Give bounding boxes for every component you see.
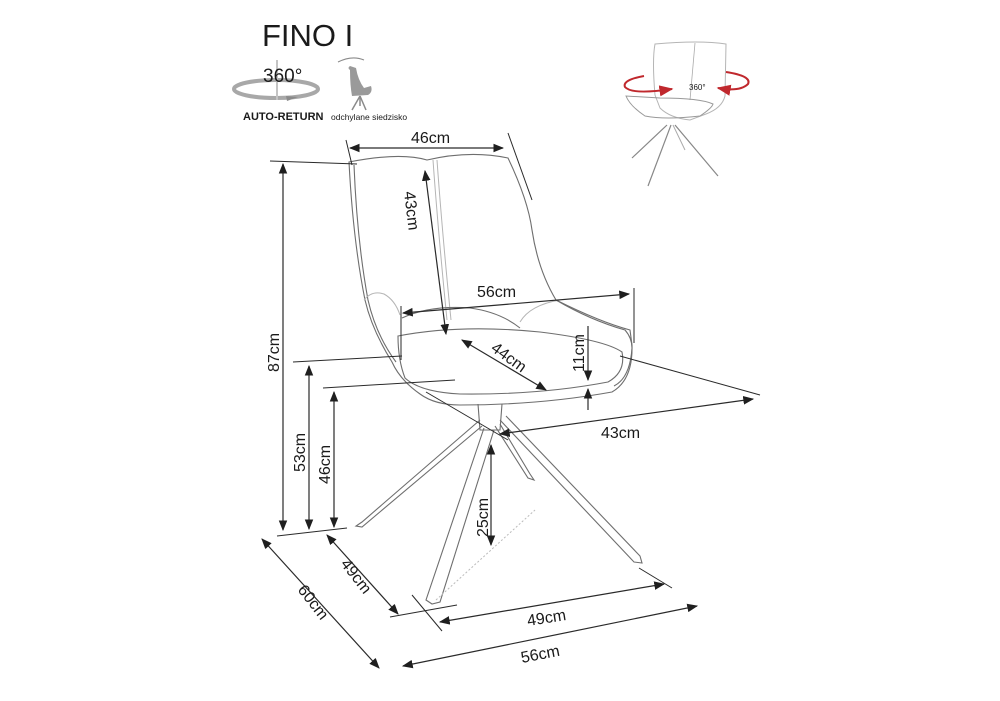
preview-chair-outline — [625, 41, 727, 187]
dimension-overall-depth: 60cm — [261, 538, 380, 669]
overall-depth-label: 60cm — [294, 582, 331, 623]
backrest-height-label: 43cm — [400, 190, 422, 231]
armrest-floor-height-label: 53cm — [292, 433, 309, 472]
seat-depth-label: 44cm — [488, 339, 530, 376]
dimension-backrest-width: 46cm — [345, 130, 533, 201]
total-height-label: 87cm — [266, 333, 283, 372]
base-depth-label: 49cm — [337, 556, 374, 597]
backrest-width-label: 46cm — [411, 130, 450, 147]
dimension-base-width: 49cm — [411, 567, 673, 632]
dimension-arm-width: 56cm — [400, 284, 635, 360]
preview-rotation-label: 360° — [689, 83, 706, 92]
dimension-seat-depth: 44cm — [461, 339, 547, 391]
extension-line-armrest — [292, 355, 403, 363]
dimension-armrest-floor-height: 53cm — [292, 364, 314, 531]
tilt-seat-badge: odchylane siedzisko — [331, 57, 407, 122]
seat-height-label: 46cm — [317, 445, 334, 484]
extension-line-floor — [276, 527, 348, 537]
rotation-arrow-icon — [623, 71, 750, 97]
seat-depth-side-label: 43cm — [601, 425, 640, 442]
extension-line-seat — [322, 379, 456, 389]
dimension-base-clearance: 25cm — [475, 443, 496, 547]
auto-return-label: AUTO-RETURN — [243, 111, 324, 123]
base-clearance-label: 25cm — [475, 498, 492, 537]
auto-return-badge: 360° AUTO-RETURN — [232, 60, 324, 123]
tilt-seat-label: odchylane siedzisko — [331, 112, 407, 122]
rotation-360-icon — [232, 60, 320, 101]
chair-illustration — [348, 153, 643, 605]
dimension-seat-height: 46cm — [317, 390, 339, 529]
tilting-chair-icon — [337, 57, 372, 111]
dimension-total-height: 87cm — [266, 162, 288, 532]
arm-width-label: 56cm — [477, 284, 516, 301]
product-title: FINO I — [262, 18, 353, 53]
overall-width-label: 56cm — [520, 643, 562, 667]
dimension-seat-depth-side: 43cm — [425, 355, 761, 442]
extension-line-top — [269, 160, 358, 165]
rotation-degrees-label: 360° — [263, 66, 302, 87]
dimension-base-depth: 49cm — [326, 534, 458, 618]
swivel-preview-illustration: 360° — [623, 41, 750, 187]
armrest-height-label: 11cm — [571, 334, 588, 372]
base-width-label: 49cm — [526, 607, 567, 630]
